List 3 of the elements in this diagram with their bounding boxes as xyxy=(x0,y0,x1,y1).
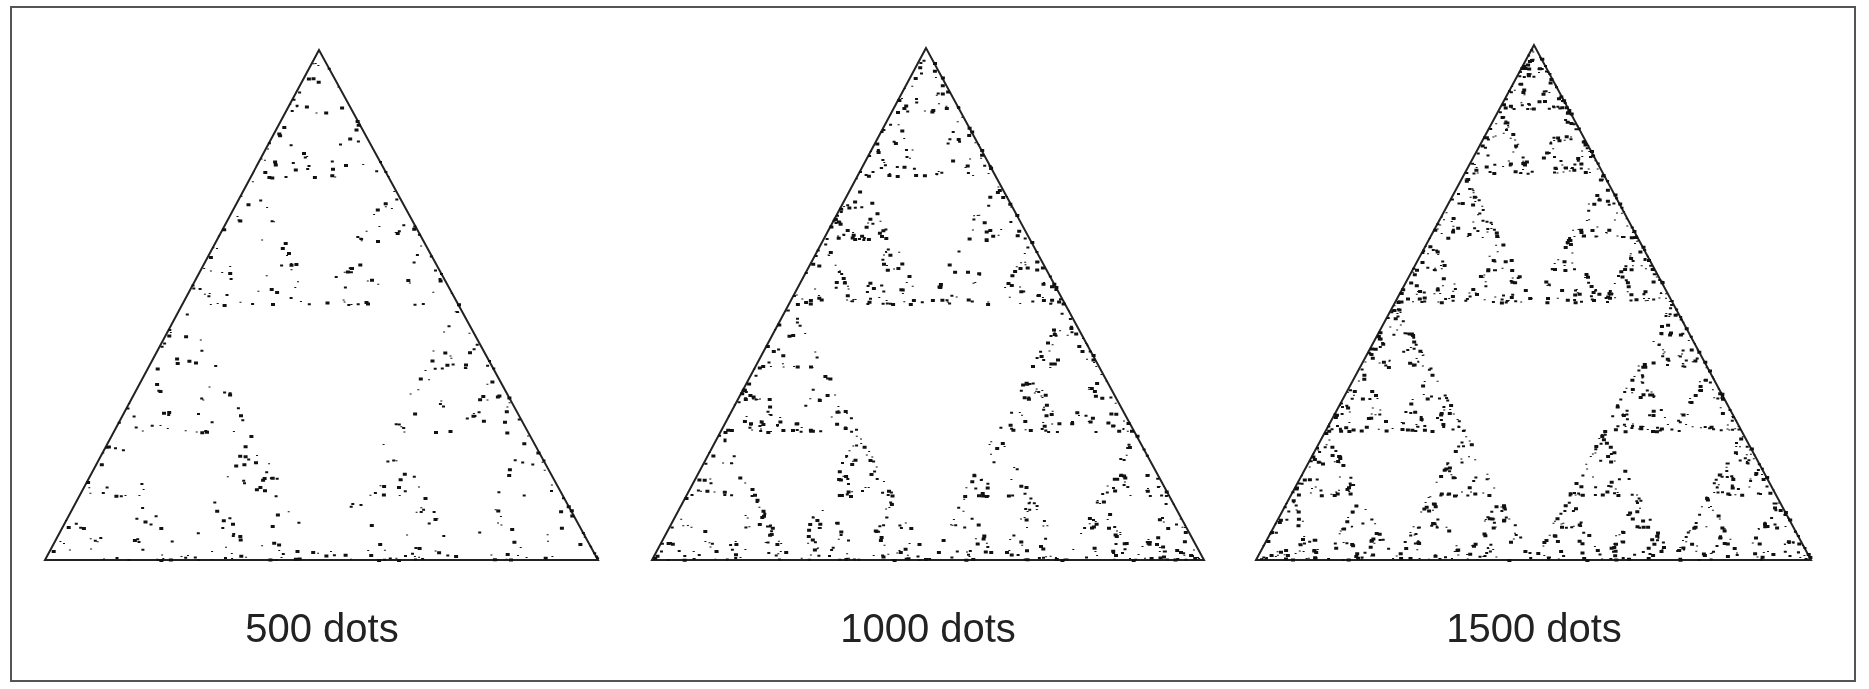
dot-count-label: 1000 dots xyxy=(840,606,1016,651)
dot-count-label: 1500 dots xyxy=(1446,606,1622,651)
dot-count-label: 500 dots xyxy=(245,606,399,651)
